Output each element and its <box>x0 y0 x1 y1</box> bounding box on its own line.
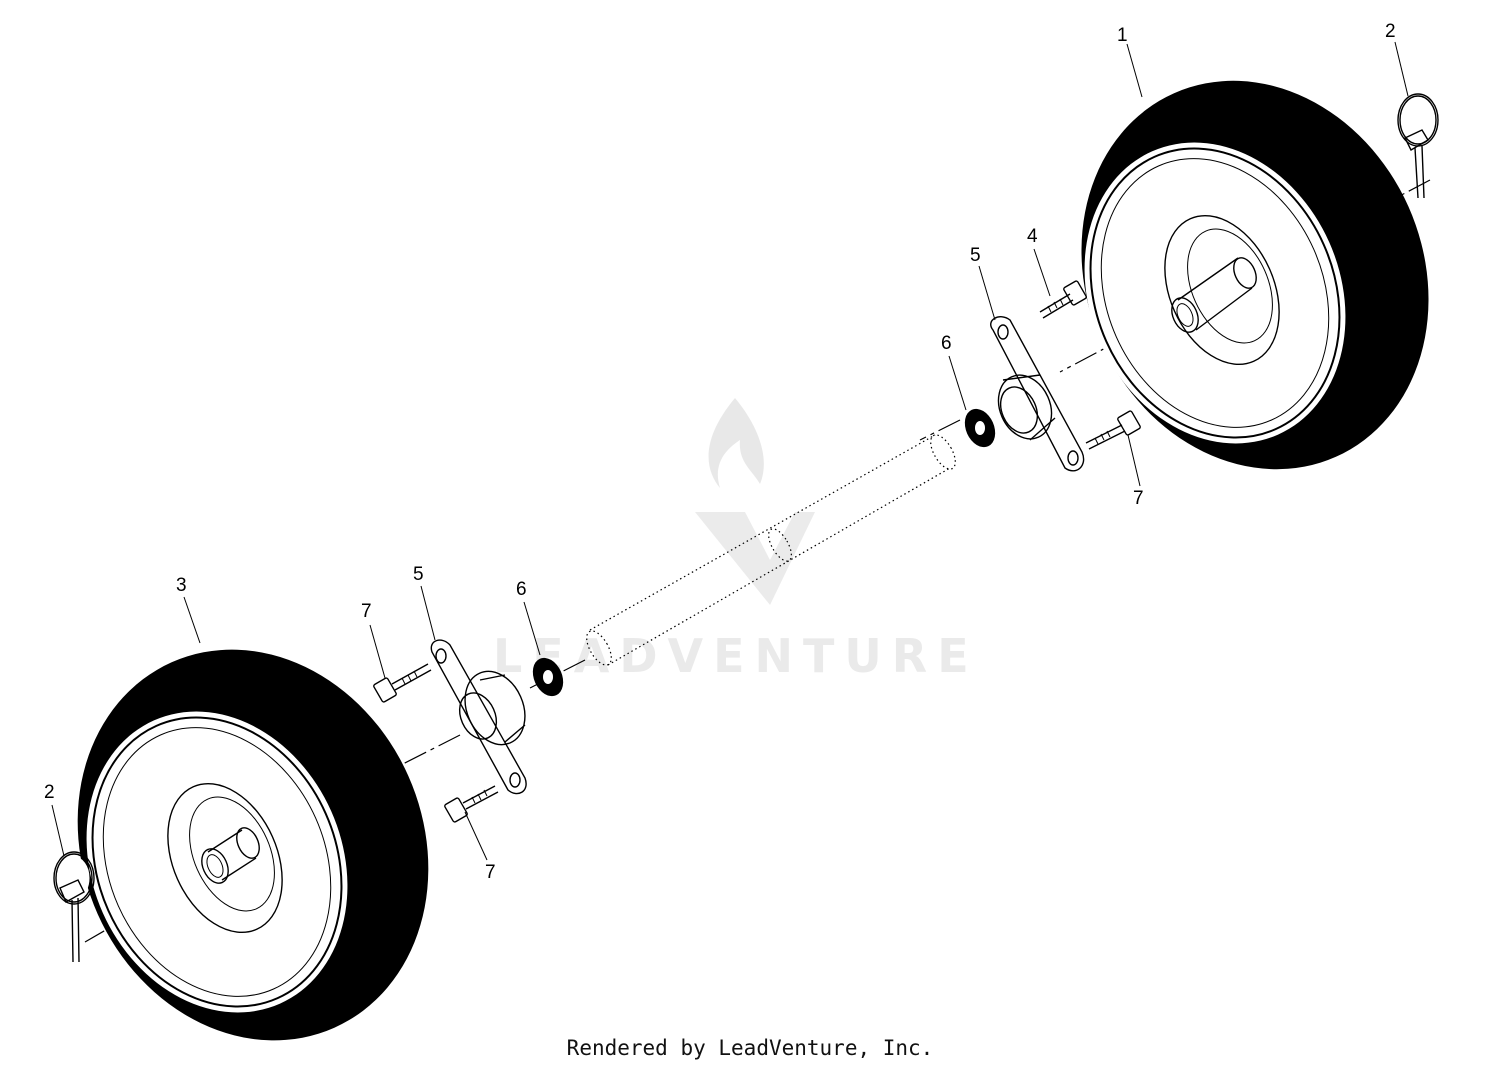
bolt-7-upper-left <box>373 663 432 703</box>
axle-shaft <box>586 434 956 666</box>
washer-left <box>532 657 564 697</box>
bolt-7-lower-left <box>444 785 499 823</box>
wheel-right <box>1081 80 1429 470</box>
bolt-7-right <box>1085 410 1141 450</box>
leader-lines <box>51 41 1409 861</box>
callout-4: 4 <box>1027 226 1038 247</box>
callout-2-right: 2 <box>1385 21 1396 42</box>
watermark-v-logo-icon <box>695 512 815 605</box>
flange-bearing-right <box>990 316 1085 472</box>
callout-labels: 1 2 2 3 4 5 5 6 6 7 7 7 <box>44 21 1396 883</box>
callout-6-right: 6 <box>941 333 952 354</box>
watermark-flame-icon <box>708 398 764 488</box>
watermark: LEADVENTURE <box>493 398 979 683</box>
callout-7-lower-left: 7 <box>485 862 496 883</box>
footer-credit: Rendered by LeadVenture, Inc. <box>566 1036 934 1060</box>
flange-bearing-left <box>430 639 527 795</box>
callout-1: 1 <box>1117 25 1128 46</box>
washer-right <box>964 408 996 448</box>
callout-5-right: 5 <box>970 245 981 266</box>
callout-3: 3 <box>176 575 187 596</box>
callout-7-upper-left: 7 <box>361 601 372 622</box>
callout-2-left: 2 <box>44 782 55 803</box>
callout-5-left: 5 <box>413 564 424 585</box>
watermark-text: LEADVENTURE <box>493 629 979 683</box>
bolt-4 <box>1039 280 1087 319</box>
hitch-pin-left <box>53 851 95 963</box>
callout-6-left: 6 <box>516 579 527 600</box>
wheel-left <box>77 649 429 1041</box>
callout-7-right: 7 <box>1133 488 1144 509</box>
hitch-pin-right <box>1397 93 1439 199</box>
